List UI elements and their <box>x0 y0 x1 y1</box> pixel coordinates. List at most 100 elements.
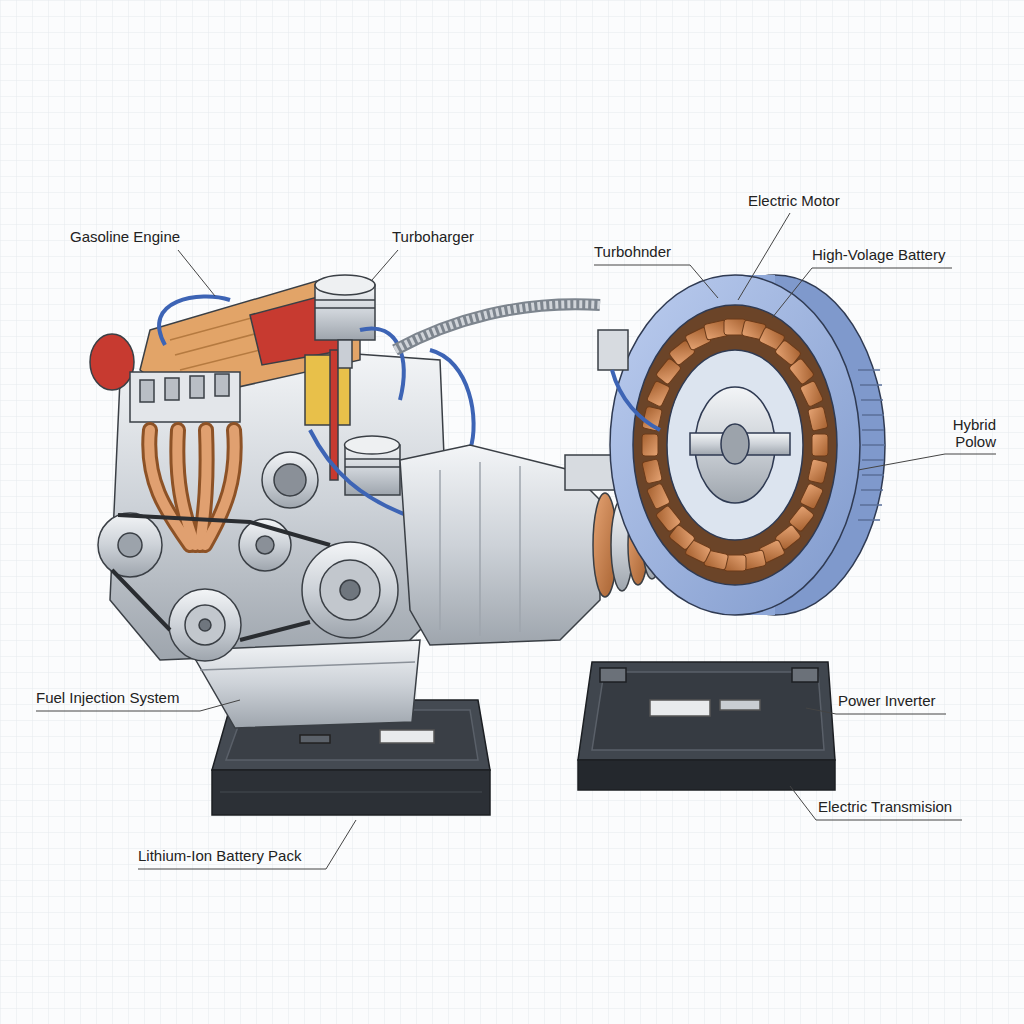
part-label: Turboharger <box>392 228 474 245</box>
gasoline-engine <box>90 275 610 728</box>
stator-coil <box>788 358 814 385</box>
part-label: High-Volage Battery <box>812 246 945 263</box>
gasoline-engine-part <box>302 542 398 638</box>
gasoline-engine-part <box>90 334 134 390</box>
stator-coil <box>808 459 829 484</box>
gasoline-engine-part-part <box>200 430 207 545</box>
gasoline-engine-part-part <box>430 350 474 450</box>
electric-motor-part <box>633 305 837 585</box>
electric-motor-part-part <box>860 504 882 506</box>
leader-line <box>594 265 718 298</box>
gasoline-engine-part-part <box>360 328 404 400</box>
electric-motor-part-part <box>862 474 884 476</box>
power-inverter-box-part <box>578 760 835 790</box>
electric-motor <box>598 275 885 615</box>
gasoline-engine-part <box>315 275 375 295</box>
power-inverter-box-part <box>792 668 818 682</box>
power-inverter-box-part <box>578 662 835 760</box>
gasoline-engine-part <box>200 662 415 670</box>
gasoline-engine-part <box>256 536 274 554</box>
gasoline-engine-part <box>165 378 179 400</box>
stator-winding <box>642 319 828 571</box>
gasoline-engine-part <box>169 589 241 661</box>
gasoline-engine-part <box>345 459 400 467</box>
electric-motor-part <box>858 370 885 520</box>
electric-motor-part <box>721 424 749 464</box>
electric-motor-part-part <box>861 489 883 491</box>
part-label: Fuel Injection System <box>36 689 179 706</box>
stator-coil <box>642 459 663 484</box>
gasoline-engine-part <box>215 374 229 396</box>
gasoline-engine-part <box>320 560 380 620</box>
leader-lines <box>36 213 996 869</box>
gasoline-engine-part <box>395 304 600 350</box>
stator-coil <box>642 434 658 456</box>
gasoline-engine-part <box>185 605 225 645</box>
gasoline-engine-part <box>345 436 400 454</box>
leader-line <box>138 820 356 869</box>
gasoline-engine-part <box>130 372 240 422</box>
gasoline-engine-part-part <box>205 430 235 545</box>
gasoline-engine-part <box>199 619 211 631</box>
stator-coil <box>800 483 824 510</box>
electric-motor-part-part <box>858 519 880 521</box>
leader-line <box>772 268 952 318</box>
gasoline-engine-part-part <box>177 430 195 545</box>
leader-line <box>738 213 790 300</box>
power-inverter-box-part <box>650 700 710 716</box>
part-label: Hybrid Polow <box>938 416 996 450</box>
part-label: Power Inverter <box>838 692 936 709</box>
electric-motor-part-part <box>861 399 883 401</box>
stator-coil <box>655 505 681 532</box>
part-label: Gasoline Engine <box>70 228 180 245</box>
stator-coil <box>800 380 824 407</box>
power-inverter-box-part <box>600 668 626 682</box>
stator-coil <box>808 406 829 431</box>
gasoline-engine-part <box>149 430 234 545</box>
electric-motor-part-part <box>862 444 885 446</box>
power-inverter-box-part <box>592 672 824 750</box>
gasoline-engine-part-part <box>200 430 207 545</box>
battery-pack-part <box>220 791 482 793</box>
part-label: Electric Motor <box>748 192 840 209</box>
stator-coil <box>646 380 670 407</box>
gasoline-engine-part <box>340 580 360 600</box>
gasoline-engine-part <box>190 376 204 398</box>
power-inverter-box <box>578 662 835 790</box>
leader-line <box>372 250 398 280</box>
leader-line <box>178 250 215 296</box>
electric-motor-part-part <box>860 384 882 386</box>
gasoline-engine-part-part <box>159 296 230 345</box>
part-label: Electric Transmision <box>818 798 952 815</box>
stator-coil <box>646 483 670 510</box>
battery-pack-part <box>212 770 490 815</box>
gasoline-engine-part <box>140 380 154 402</box>
transmission-part <box>565 455 615 490</box>
gasoline-engine-part <box>262 452 318 508</box>
gasoline-engine-part <box>338 340 352 368</box>
gasoline-engine-part <box>274 464 306 496</box>
electric-motor-part <box>598 330 628 370</box>
gasoline-engine-part <box>98 513 162 577</box>
electric-motor-part-part <box>862 429 884 431</box>
battery-pack-part <box>300 735 330 743</box>
part-label: Lithium-Ion Battery Pack <box>138 847 301 864</box>
electric-motor-part-part <box>862 459 884 461</box>
stator-coil <box>812 434 828 456</box>
electric-motor-part-part <box>858 369 880 371</box>
electric-motor-part-part <box>862 414 884 416</box>
gasoline-engine-part <box>315 300 375 308</box>
leader-line <box>858 454 996 470</box>
battery-pack-part <box>380 730 434 743</box>
power-inverter-box-part <box>720 700 760 710</box>
electric-motor-part <box>667 350 803 540</box>
gasoline-engine-part <box>112 515 330 640</box>
gasoline-engine-part <box>118 533 142 557</box>
part-label: Turbohnder <box>594 243 671 260</box>
gasoline-engine-part <box>395 304 600 350</box>
